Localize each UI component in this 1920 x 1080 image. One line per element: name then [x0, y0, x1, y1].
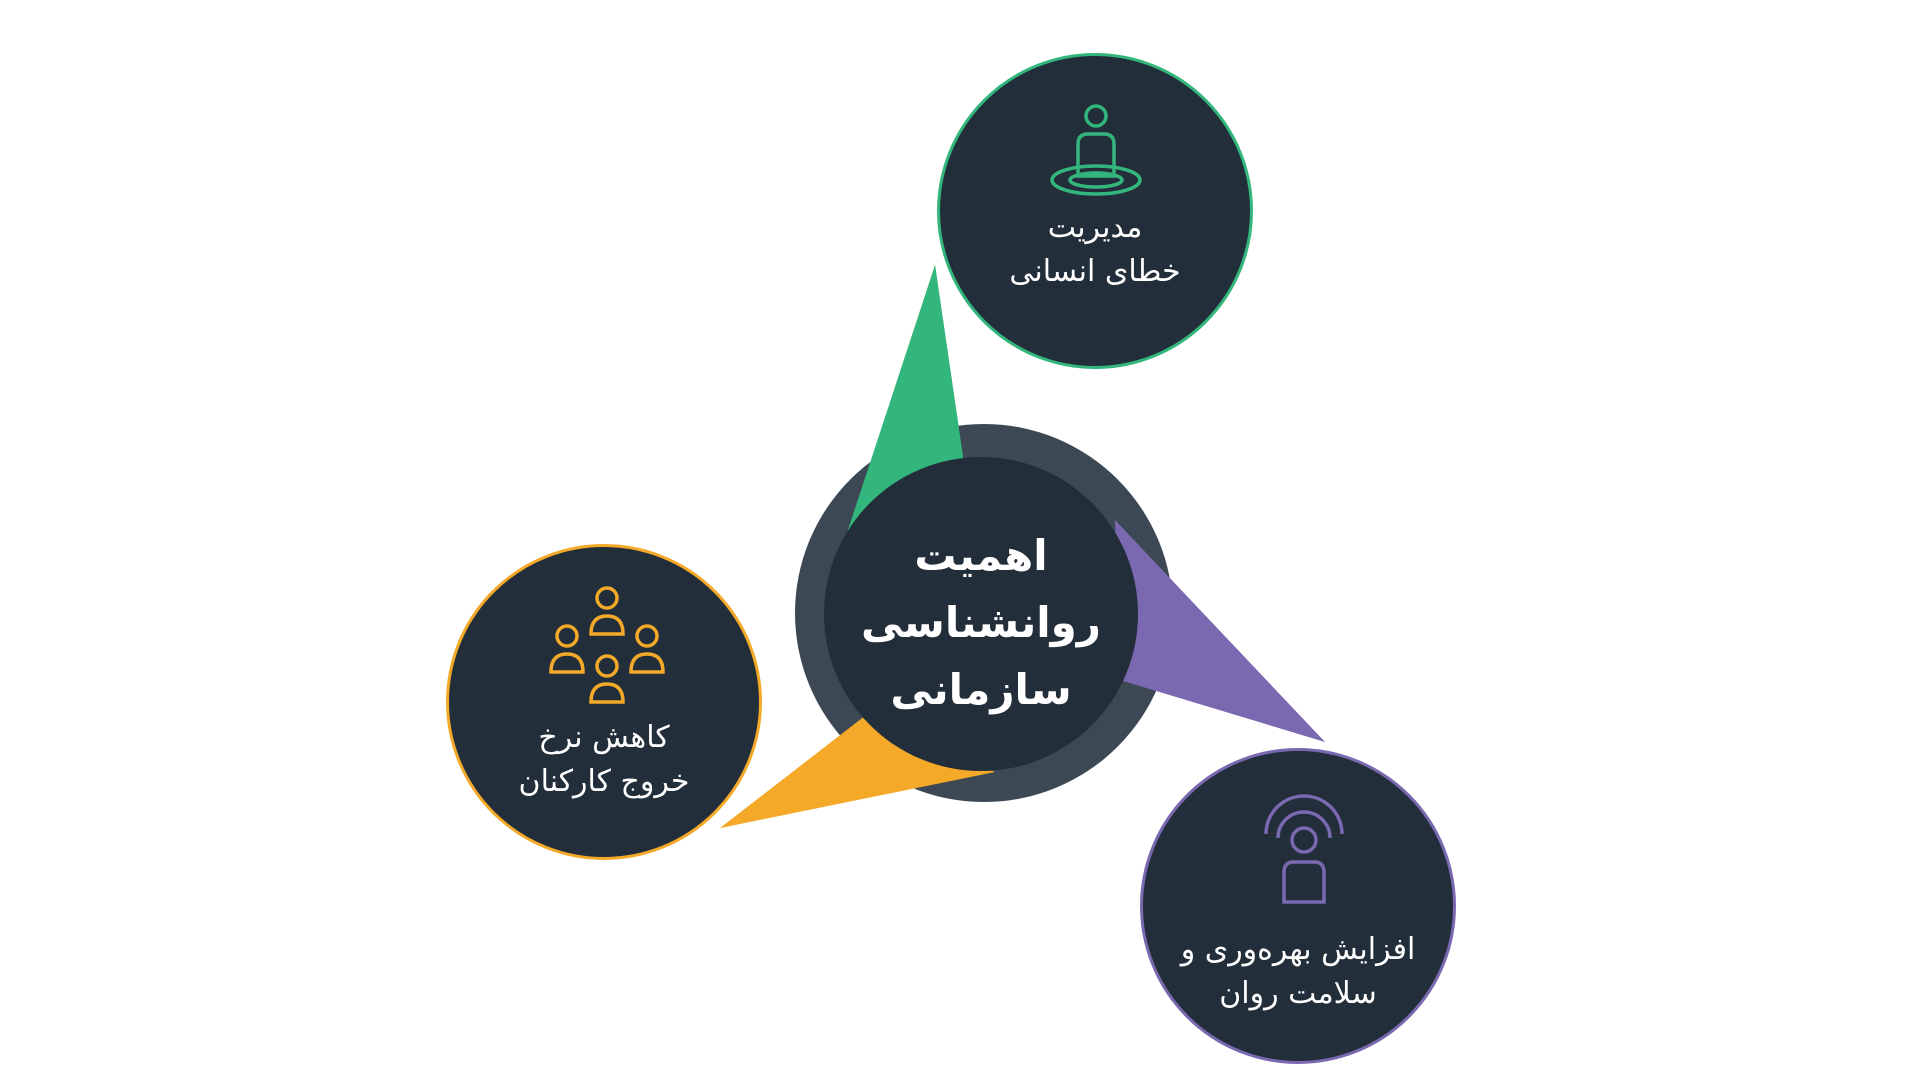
node-human-error-line1: مدیریت — [1047, 210, 1143, 245]
node-productivity — [1140, 748, 1456, 1064]
node-turnover-line1: کاهش نرخ — [538, 720, 670, 755]
hub-title-line1: اهمیت — [914, 531, 1048, 580]
node-productivity-label: افزایش بهره‌وری و سلامت روان — [1148, 928, 1448, 1015]
hub-title-line3: سازمانی — [890, 665, 1072, 715]
hub-title-line2: روانشناسی — [861, 598, 1101, 648]
node-turnover-label: کاهش نرخ خروج کارکنان — [454, 716, 754, 803]
person-broadcast-icon — [1264, 794, 1344, 904]
hub-core — [824, 457, 1138, 771]
people-group-icon — [549, 586, 665, 704]
node-human-error — [937, 53, 1253, 369]
hub-title: اهمیت روانشناسی سازمانی — [831, 522, 1131, 724]
node-human-error-label: مدیریت خطای انسانی — [945, 206, 1245, 293]
connector-purple-tip — [1115, 520, 1325, 742]
node-productivity-line2: سلامت روان — [1219, 975, 1377, 1011]
node-turnover-line2: خروج کارکنان — [518, 763, 690, 799]
person-on-target-icon — [1050, 104, 1142, 196]
node-human-error-line2: خطای انسانی — [1009, 253, 1181, 289]
node-productivity-line1: افزایش بهره‌وری و — [1180, 932, 1416, 967]
